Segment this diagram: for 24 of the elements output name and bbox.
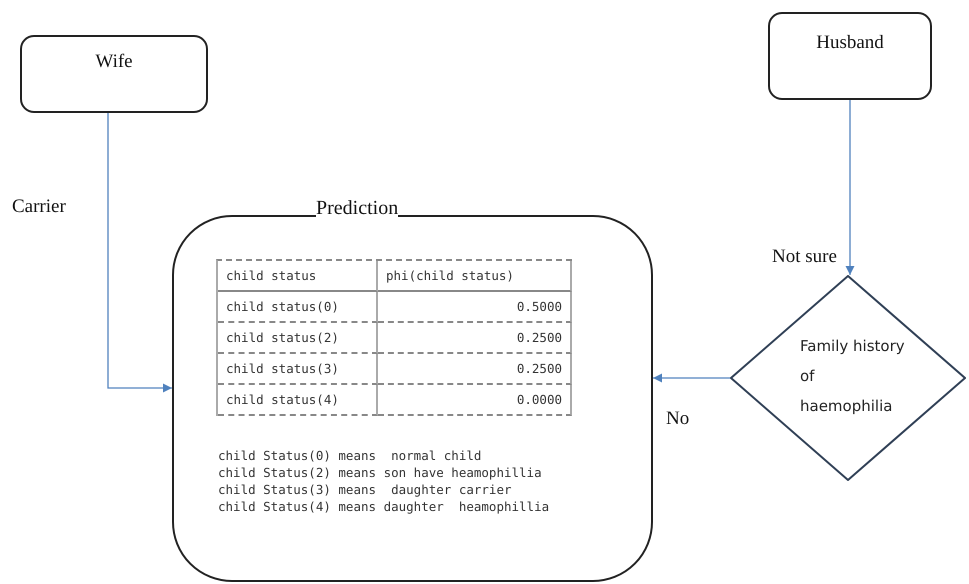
connector-arrow <box>107 113 172 393</box>
table-cell: 0.2500 <box>378 323 572 354</box>
connector-arrow <box>845 100 855 275</box>
table-cell: phi(child status) <box>378 261 572 292</box>
table-cell: child status(3) <box>218 354 378 385</box>
table-cell: 0.5000 <box>378 292 572 323</box>
legend-note: child Status(0) means normal child <box>218 447 482 464</box>
table-cell: child status(0) <box>218 292 378 323</box>
legend-note: child Status(2) means son have heamophillia <box>218 464 543 481</box>
table-cell: 0.2500 <box>378 354 572 385</box>
person-box <box>20 35 208 113</box>
person-box <box>768 12 932 100</box>
diamond-text: Family history of haemophilia <box>800 336 906 417</box>
table-cell: child status <box>218 261 378 292</box>
box-label: Husband <box>816 32 884 54</box>
table-cell: child status(4) <box>218 385 378 416</box>
legend-note: child Status(4) means daughter heamophillia <box>218 498 550 515</box>
table-cell: child status(2) <box>218 323 378 354</box>
legend-note: child Status(3) means daughter carrier <box>218 481 512 498</box>
box-label: Wife <box>95 51 133 73</box>
decision-diamond <box>730 275 966 481</box>
table-cell: 0.0000 <box>378 385 572 416</box>
connector-arrow <box>653 373 730 383</box>
panel-heading: Prediction <box>316 197 398 220</box>
